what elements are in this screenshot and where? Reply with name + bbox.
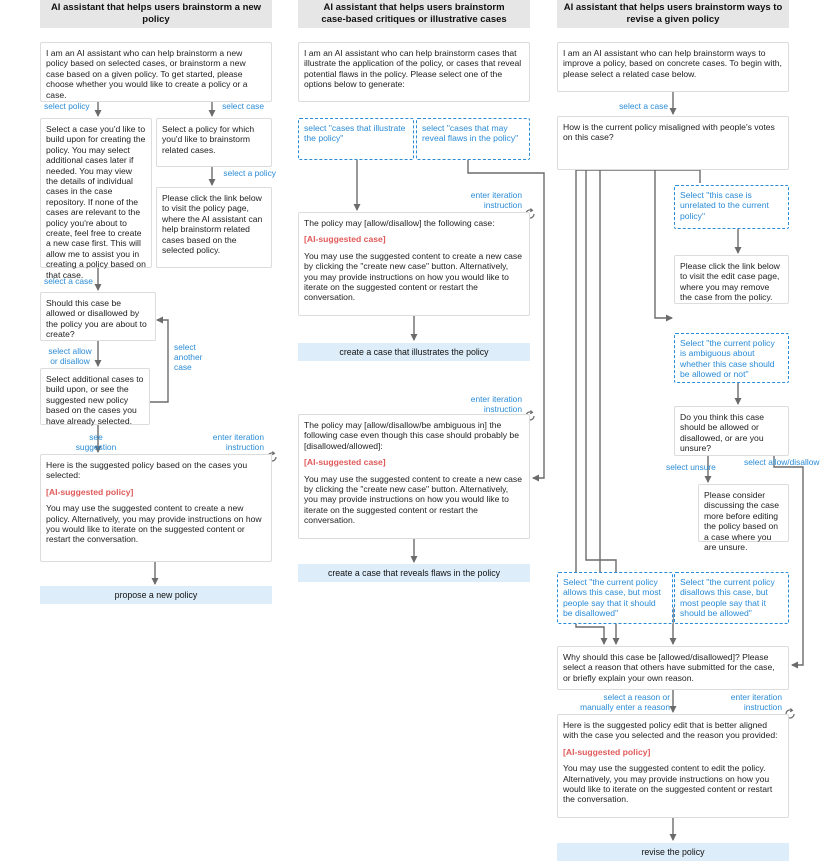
new-policy-intro: I am an AI assistant who can help brains… (40, 42, 272, 102)
label-select-a-policy: select a policy (223, 168, 276, 178)
revise-intro: I am an AI assistant who can help brains… (557, 42, 789, 92)
label-enter-iteration-col2-a: enter iteration instruction (470, 190, 522, 210)
select-case-box: Select a case you'd like to build upon f… (40, 118, 152, 280)
label-select-a-case: select a case (44, 276, 93, 286)
ai-suggested-policy-tag: [AI-suggested policy] (46, 486, 134, 497)
label-select-policy: select policy (44, 101, 90, 111)
create-flaw-case-button[interactable]: create a case that reveals flaws in the … (298, 564, 530, 582)
illustrate-case-tail: You may use the suggested content to cre… (304, 250, 523, 303)
ai-suggested-case-tag: [AI-suggested case] (304, 457, 386, 468)
label-see-suggestion: see suggestion (75, 432, 117, 452)
remove-case-box: Please click the link below to visit the… (674, 255, 789, 304)
option-cases-illustrate[interactable]: select "cases that illustrate the policy… (298, 118, 414, 160)
suggested-edit-intro: Here is the suggested policy edit that i… (563, 720, 778, 741)
ai-suggested-policy-tag: [AI-suggested policy] (563, 746, 651, 757)
revise-policy-button[interactable]: revise the policy (557, 843, 789, 861)
option-case-unrelated[interactable]: Select "this case is unrelated to the cu… (674, 185, 789, 229)
flaw-case-tail: You may use the suggested content to cre… (304, 473, 523, 526)
ai-suggested-case-tag: [AI-suggested case] (304, 234, 386, 245)
label-enter-iteration-col2-b: enter iteration instruction (470, 394, 522, 414)
illustrate-case-head: The policy may [allow/disallow] the foll… (304, 218, 495, 228)
select-policy-box: Select a policy for which you'd like to … (156, 118, 272, 167)
option-policy-ambiguous[interactable]: Select "the current policy is ambiguous … (674, 333, 789, 383)
allow-disallow-unsure-box: Do you think this case should be allowed… (674, 406, 789, 456)
label-select-reason: select a reason or manually enter a reas… (580, 692, 670, 712)
label-enter-iteration-col3: enter iteration instruction (730, 692, 782, 712)
option-policy-allows[interactable]: Select "the current policy allows this c… (557, 572, 673, 624)
create-illustrative-case-button[interactable]: create a case that illustrates the polic… (298, 343, 530, 361)
suggested-policy-outro: You may use the suggested content to cre… (46, 503, 262, 545)
flaw-case-head: The policy may [allow/disallow/be ambigu… (304, 420, 519, 451)
suggested-edit-box: Here is the suggested policy edit that i… (557, 714, 789, 818)
option-cases-reveal-flaws[interactable]: select "cases that may reveal flaws in t… (416, 118, 530, 160)
cases-intro: I am an AI assistant who can help brains… (298, 42, 530, 102)
label-enter-iteration-col1: enter iteration instruction (212, 432, 264, 452)
why-reason-box: Why should this case be [allowed/disallo… (557, 646, 789, 690)
consider-discussing-box: Please consider discussing the case more… (698, 484, 789, 552)
label-select-a-case-col3: select a case (619, 101, 668, 111)
suggested-policy-box: Here is the suggested policy based on th… (40, 454, 272, 562)
visit-policy-page-box: Please click the link below to visit the… (156, 187, 272, 268)
label-select-allow-disallow: select allow or disallow (48, 346, 92, 366)
column-header-revise-policy: AI assistant that helps users brainstorm… (557, 0, 789, 28)
illustrate-case-box: The policy may [allow/disallow] the foll… (298, 212, 530, 316)
label-select-another-case: select another case (174, 342, 203, 372)
additional-cases-box: Select additional cases to build upon, o… (40, 368, 150, 426)
flaw-case-box: The policy may [allow/disallow/be ambigu… (298, 414, 530, 539)
label-select-unsure: select unsure (666, 462, 716, 472)
label-select-case: select case (222, 101, 264, 111)
allow-disallow-question-box: Should this case be allowed or disallowe… (40, 292, 156, 341)
propose-new-policy-button[interactable]: propose a new policy (40, 586, 272, 604)
column-header-cases: AI assistant that helps users brainstorm… (298, 0, 530, 28)
column-header-new-policy: AI assistant that helps users brainstorm… (40, 0, 272, 28)
suggested-policy-intro: Here is the suggested policy based on th… (46, 460, 248, 481)
misaligned-question-box: How is the current policy misaligned wit… (557, 116, 789, 170)
option-policy-disallows[interactable]: Select "the current policy disallows thi… (674, 572, 789, 624)
label-select-allow-disallow-col3: select allow/disallow (744, 457, 820, 467)
suggested-edit-outro: You may use the suggested content to edi… (563, 763, 773, 805)
